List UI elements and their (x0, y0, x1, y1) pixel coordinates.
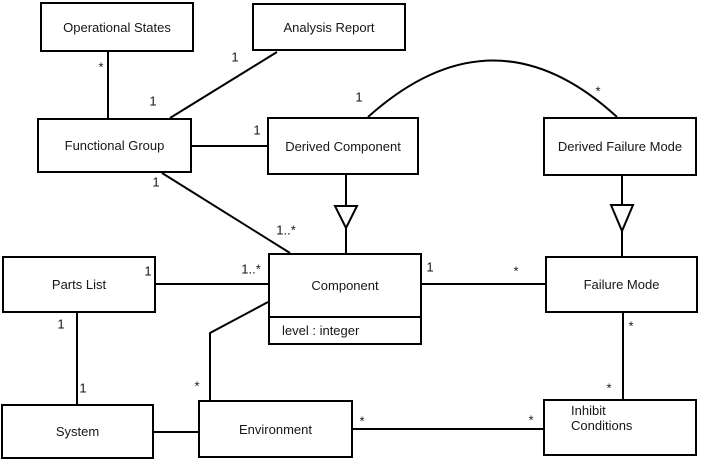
class-name: System (55, 424, 100, 439)
class-box-environment[interactable]: Environment (198, 400, 353, 458)
class-box-derived-failure-mode[interactable]: Derived Failure Mode (543, 117, 697, 176)
class-box-system[interactable]: System (1, 404, 154, 459)
class-name: Derived Component (285, 138, 401, 154)
edge-functional-group--component (161, 172, 291, 254)
class-name: Operational States (63, 19, 171, 35)
class-box-inhibit-conditions[interactable]: Inhibit Conditions (543, 399, 697, 456)
class-attribute: level : integer (282, 323, 360, 338)
class-box-parts-list[interactable]: Parts List (2, 256, 156, 313)
class-name: Component (311, 278, 379, 293)
class-name-line-2: Conditions (571, 418, 633, 433)
class-name: Derived Failure Mode (557, 139, 683, 154)
class-box-component[interactable]: Component level : integer (268, 253, 422, 345)
class-box-analysis-report[interactable]: Analysis Report (252, 3, 406, 51)
class-box-functional-group[interactable]: Functional Group (37, 118, 192, 173)
edge-derived-component--derived-failure-mode-arc (367, 59, 618, 118)
class-name: Inhibit Conditions (571, 403, 632, 433)
class-name: Analysis Report (283, 19, 375, 35)
class-name: Failure Mode (583, 277, 660, 292)
class-box-operational-states[interactable]: Operational States (40, 2, 194, 52)
class-name-compartment: Component (270, 255, 420, 316)
class-name-line-1: Inhibit (571, 403, 606, 418)
class-name: Parts List (51, 277, 107, 292)
class-name: Environment (239, 421, 312, 437)
class-box-failure-mode[interactable]: Failure Mode (545, 256, 698, 313)
edge-functional-group--analysis-report (169, 51, 278, 119)
gen-arrow-derived-failure-mode (609, 204, 635, 234)
class-attribute-compartment: level : integer (270, 316, 420, 343)
class-box-derived-component[interactable]: Derived Component (267, 117, 419, 175)
edge-environment--component (209, 301, 269, 400)
gen-arrow-derived-component (333, 205, 359, 231)
class-name: Functional Group (64, 138, 165, 153)
